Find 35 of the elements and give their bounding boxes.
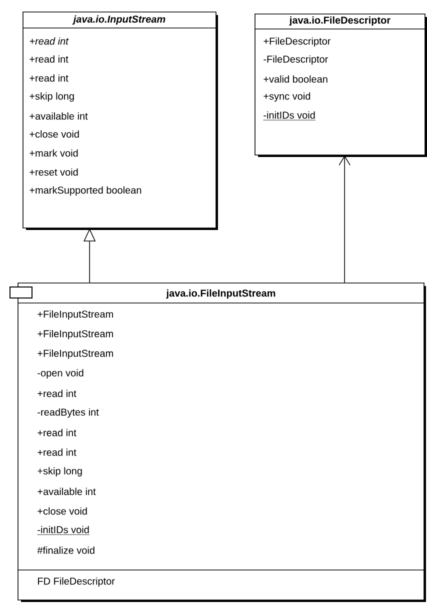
member-text: +close void (38, 507, 87, 515)
member-text: +read int (38, 428, 76, 436)
member-text: +markSupported boolean (30, 186, 142, 196)
member-text: -initIDs void (263, 111, 316, 120)
member-text: +read int (30, 37, 69, 45)
member-text: +reset void (30, 168, 78, 176)
member-text: FD FileDescriptor (38, 577, 115, 587)
member-text: +sync void (264, 92, 310, 102)
member-text: +skip long (30, 92, 74, 102)
member-text: +mark void (30, 149, 78, 157)
member-text: -open void (38, 369, 84, 378)
member-text: -FileDescriptor (264, 55, 328, 65)
arrow (338, 155, 350, 283)
member-text: +FileInputStream (38, 310, 113, 320)
member-text: +available int (30, 112, 88, 120)
member-text: -initIDs void (37, 526, 90, 535)
member-text: +close void (30, 130, 79, 138)
member-text: +FileInputStream (38, 330, 113, 340)
class-box (22, 12, 218, 230)
class-box (10, 282, 426, 602)
member-text: #finalize void (37, 546, 94, 554)
member-text: -readBytes int (38, 408, 99, 418)
member-text: +read int (38, 390, 76, 398)
class-name: java.io.InputStream (72, 15, 166, 25)
class-name: java.io.FileInputStream (166, 289, 276, 299)
member-text: +read int (30, 55, 68, 63)
member-text: +available int (38, 488, 96, 496)
member-text: +read int (38, 448, 76, 456)
member-text: +FileInputStream (38, 350, 113, 359)
member-text: +skip long (38, 467, 82, 476)
member-text: +valid boolean (264, 75, 328, 83)
class-box (254, 14, 427, 157)
member-text: +read int (30, 74, 68, 82)
class-name: java.io.FileDescriptor (289, 16, 390, 26)
member-text: +FileDescriptor (264, 37, 331, 47)
